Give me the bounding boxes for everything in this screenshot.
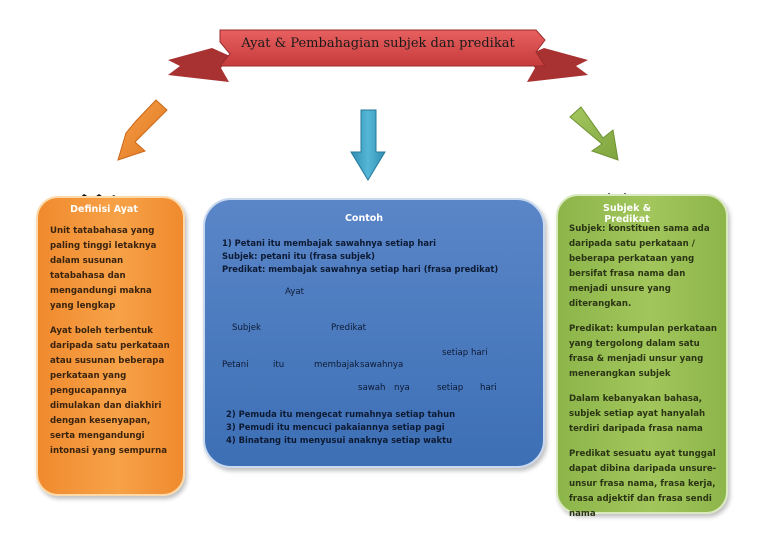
tree-node-membajak: membajak (314, 360, 360, 370)
tree-node-itu: itu (273, 360, 285, 370)
example-panel (203, 198, 545, 468)
definition-paragraph: Ayat boleh terbentuk daripada satu perka… (50, 326, 170, 456)
tree-node-predikat: Predikat (331, 323, 366, 333)
definition-paragraph: Unit tatabahasa yang paling tinggi letak… (50, 226, 157, 311)
definition-text: Unit tatabahasa yang paling tinggi letak… (50, 224, 176, 469)
example-heading: Contoh (344, 213, 384, 224)
subject-predicate-paragraph: Predikat: kumpulan perkataan yang tergol… (569, 324, 717, 379)
tree-node-petani: Petani (222, 360, 249, 370)
subject-predicate-paragraph: Predikat sesuatu ayat tunggal dapat dibi… (569, 449, 717, 519)
example-item-2: 2) Pemuda itu mengecat rumahnya setiap t… (226, 409, 456, 419)
example-item-4: 4) Binatang itu menyusui anaknya setiap … (226, 435, 453, 445)
subject-predicate-heading: Subjek & Predikat (602, 203, 651, 225)
example-item-3: 3) Pemudi itu mencuci pakaiannya setiap … (226, 422, 445, 432)
subject-predicate-paragraph: Dalam kebanyakan bahasa, subjek setiap a… (569, 394, 706, 434)
tree-node-setiap-hari: setiap hari (442, 348, 488, 358)
page-title: Ayat & Pembahagian subjek dan predikat (241, 36, 515, 51)
definition-heading: Definisi Ayat (70, 204, 138, 215)
arrow-right-icon (569, 106, 619, 161)
example-predicate-line: Predikat: membajak sawahnya setiap hari … (222, 264, 499, 274)
subject-predicate-paragraph: Subjek: konstituen sama ada daripada sat… (569, 224, 710, 309)
tree-node-nya: nya (394, 383, 410, 393)
tree-node-hari: hari (480, 383, 497, 393)
tree-node-subjek: Subjek (232, 323, 262, 333)
tree-node-sawahnya: sawahnya (360, 360, 404, 370)
tree-node-setiap: setiap (437, 383, 464, 393)
subject-predicate-text: Subjek: konstituen sama ada daripada sat… (569, 222, 719, 532)
arrow-left-icon (117, 99, 168, 161)
subject-predicate-panel (556, 194, 728, 514)
title-banner (168, 29, 588, 82)
tree-node-sawah: sawah (358, 383, 386, 393)
arrow-down-icon (350, 109, 386, 181)
tree-node-root: Ayat (285, 287, 305, 297)
definition-panel (36, 196, 185, 496)
example-line-1: 1) Petani itu membajak sawahnya setiap h… (222, 238, 437, 248)
example-subject-line: Subjek: petani itu (frasa subjek) (222, 251, 375, 261)
